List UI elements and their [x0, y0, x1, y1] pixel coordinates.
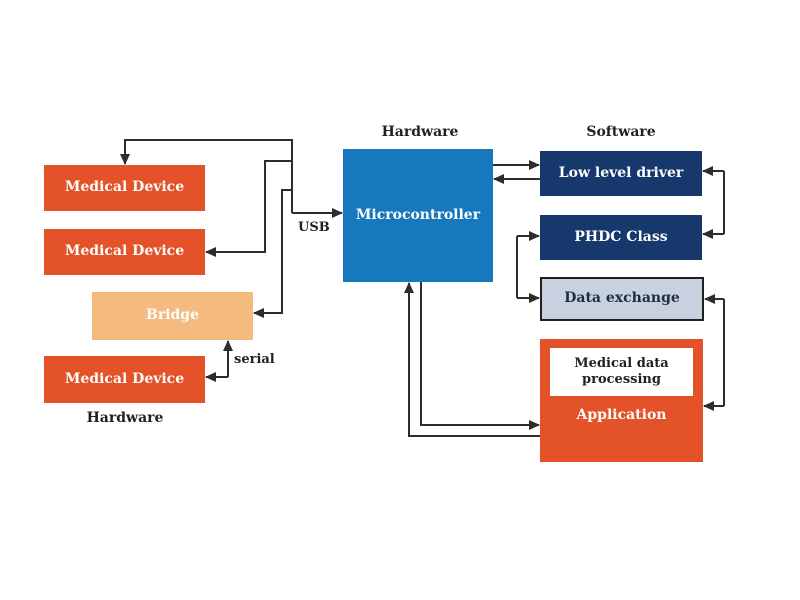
arrow-branch-to-device2 — [205, 160, 292, 257]
serial-label: serial — [234, 352, 275, 367]
hardware-center-label: Hardware — [381, 124, 459, 140]
medical-data-processing-box: Medical data processing — [550, 348, 693, 396]
data-exchange-box: Data exchange — [540, 277, 704, 321]
bridge-box: Bridge — [92, 292, 253, 340]
arrow-branch-to-bridge — [253, 189, 292, 318]
phdc-class-box: PHDC Class — [540, 215, 702, 260]
arrow-application-to-mcu — [404, 282, 540, 437]
medical-device-3-box: Medical Device — [44, 356, 205, 403]
application-label: Application — [576, 407, 667, 423]
medical-device-2-box: Medical Device — [44, 229, 205, 275]
medical-device-1-box: Medical Device — [44, 165, 205, 211]
low-level-driver-box: Low level driver — [540, 151, 702, 196]
arrow-trunk-to-device1 — [120, 139, 293, 213]
hardware-left-label: Hardware — [86, 410, 164, 426]
software-label: Software — [586, 124, 656, 140]
arrow-mcu-to-application — [420, 281, 540, 430]
application-box: Medical data processing Application — [540, 339, 703, 462]
microcontroller-box: Microcontroller — [343, 149, 493, 282]
usb-label: USB — [298, 220, 330, 235]
